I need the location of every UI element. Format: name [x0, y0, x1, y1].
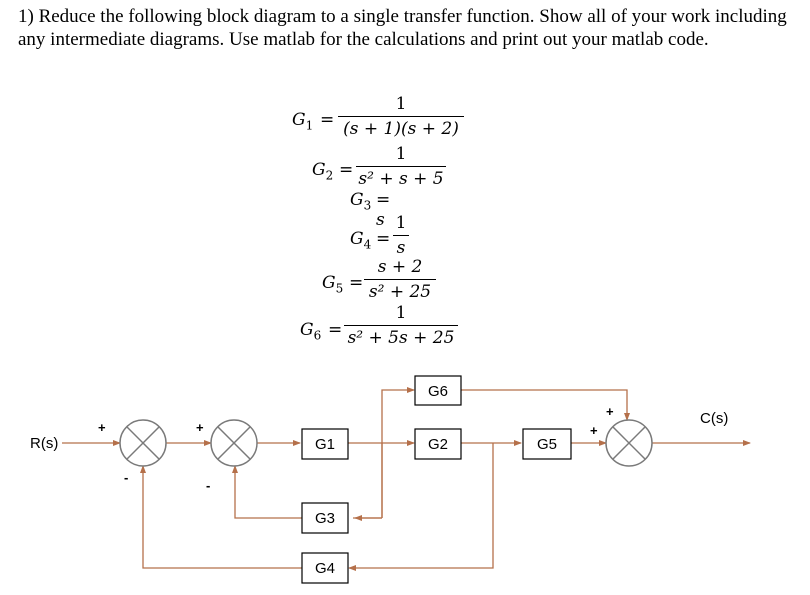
- sign-sum3-left: +: [590, 423, 598, 438]
- sign-sum1-top: +: [98, 420, 106, 435]
- svg-text:G1: G1: [315, 436, 335, 453]
- block-g4: G4: [301, 552, 349, 584]
- sign-sum3-top: +: [606, 404, 614, 419]
- sum-junction-1: [119, 419, 167, 467]
- block-g5: G5: [522, 428, 572, 460]
- svg-text:G2: G2: [428, 436, 448, 453]
- wire-g6-sum3: [461, 389, 630, 421]
- problem-statement: 1) Reduce the following block diagram to…: [18, 6, 787, 50]
- sign-sum1-bottom: -: [124, 470, 128, 485]
- wire-g3-g6: [381, 387, 415, 518]
- block-g2: G2: [414, 428, 462, 460]
- output-label: C(s): [700, 410, 728, 427]
- block-g6: G6: [414, 375, 462, 406]
- wire-branch-g4: [348, 443, 494, 571]
- sum-junction-3: [605, 419, 653, 467]
- sign-sum2-bottom: -: [206, 478, 210, 493]
- sum-junction-2: [210, 419, 258, 467]
- svg-text:G5: G5: [537, 436, 557, 453]
- svg-text:G4: G4: [315, 560, 335, 577]
- wire-g3-sum2: [232, 465, 302, 519]
- svg-text:G6: G6: [428, 383, 448, 400]
- input-label: R(s): [30, 435, 58, 452]
- wire-g4-sum1: [140, 465, 302, 569]
- sign-sum2-top: +: [196, 420, 204, 435]
- block-g3: G3: [301, 502, 349, 534]
- block-g1: G1: [301, 428, 349, 460]
- svg-text:G3: G3: [315, 510, 335, 527]
